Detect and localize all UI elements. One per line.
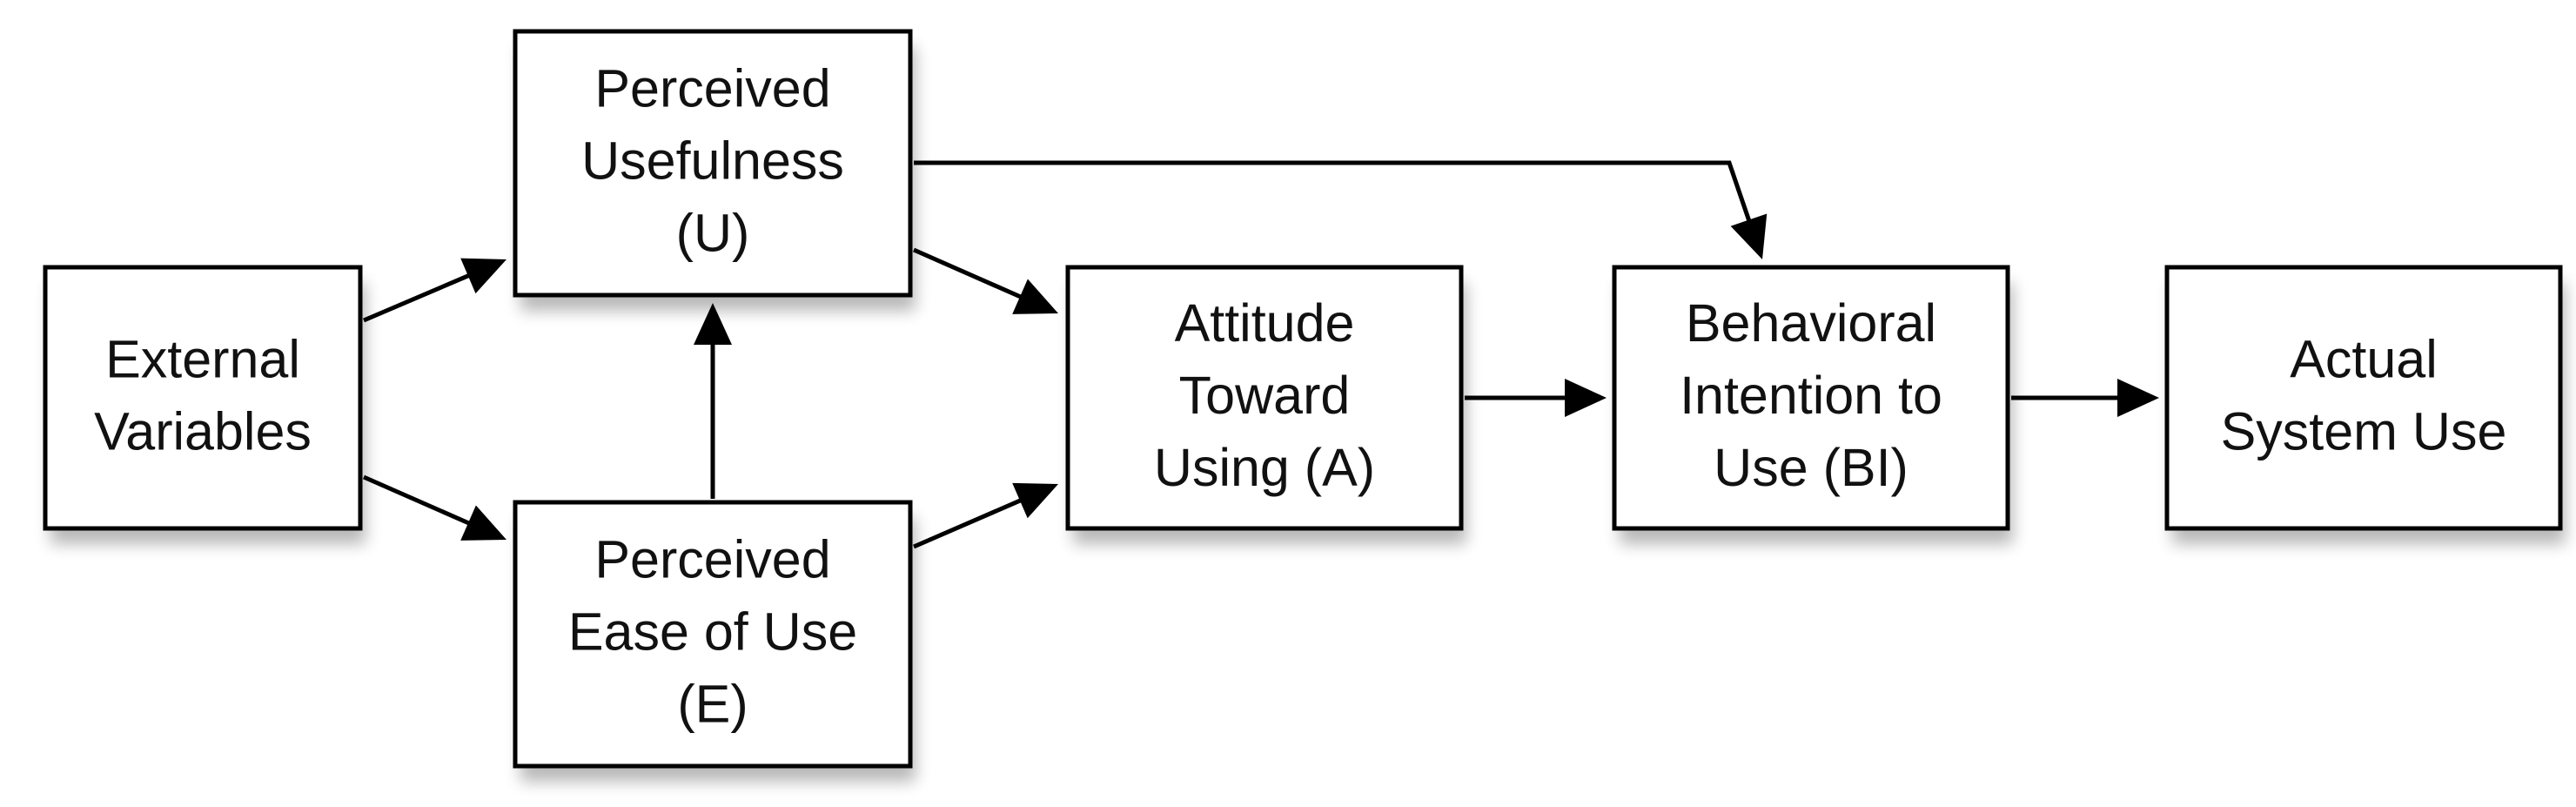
arrowhead-icon <box>460 505 506 541</box>
arrow-line <box>363 272 471 323</box>
node-label-line: Variables <box>94 402 312 461</box>
arrow-line <box>914 160 1752 223</box>
node-label-line: Intention to <box>1680 366 1942 425</box>
node-label-line: Attitude <box>1175 293 1355 353</box>
node-box <box>1065 265 1464 531</box>
arrow-line <box>913 498 1023 549</box>
node-label-line: Behavioral <box>1686 293 1936 353</box>
node-label-line: (E) <box>677 675 748 734</box>
arrow-attitude-toward-using-to-behavioral-intention <box>1465 379 1607 417</box>
arrow-perceived-ease-of-use-to-perceived-usefulness <box>694 303 732 499</box>
node-box <box>513 29 913 298</box>
node-label-line: (U) <box>676 204 750 263</box>
node-box <box>43 265 363 531</box>
node-label-line: Perceived <box>594 59 830 118</box>
arrowhead-icon <box>1565 379 1607 417</box>
arrowhead-icon <box>460 258 506 294</box>
node-label-line: System Use <box>2221 402 2507 461</box>
arrowhead-icon <box>694 303 732 345</box>
nodes-layer: ExternalVariablesPerceivedUsefulness(U)P… <box>43 29 2566 782</box>
edges-layer <box>362 160 2159 549</box>
node-box <box>1612 265 2010 531</box>
node-label-line: Using (A) <box>1154 438 1375 497</box>
node-label-line: Toward <box>1179 366 1351 425</box>
arrow-perceived-usefulness-to-behavioral-intention <box>914 160 1768 259</box>
node-label-line: Use (BI) <box>1714 438 1909 497</box>
arrow-external-variables-to-perceived-ease-of-use <box>362 474 506 541</box>
node-label-line: Actual <box>2290 330 2438 389</box>
node-label-line: Usefulness <box>581 131 844 191</box>
arrow-line <box>912 247 1023 299</box>
arrowhead-icon <box>1012 279 1058 314</box>
node-label-line: Perceived <box>594 530 830 589</box>
arrow-behavioral-intention-to-actual-system-use <box>2011 379 2159 417</box>
node-label-line: External <box>105 330 300 389</box>
arrow-line <box>362 474 471 526</box>
arrow-perceived-ease-of-use-to-attitude-toward-using <box>913 482 1058 549</box>
node-box <box>513 500 913 769</box>
arrow-perceived-usefulness-to-attitude-toward-using <box>912 247 1058 314</box>
arrowhead-icon <box>1012 482 1058 519</box>
node-box <box>2164 265 2563 531</box>
node-label-line: Ease of Use <box>568 602 857 662</box>
arrow-external-variables-to-perceived-usefulness <box>363 258 506 323</box>
arrowhead-icon <box>2117 379 2159 417</box>
arrowhead-icon <box>1730 213 1768 259</box>
